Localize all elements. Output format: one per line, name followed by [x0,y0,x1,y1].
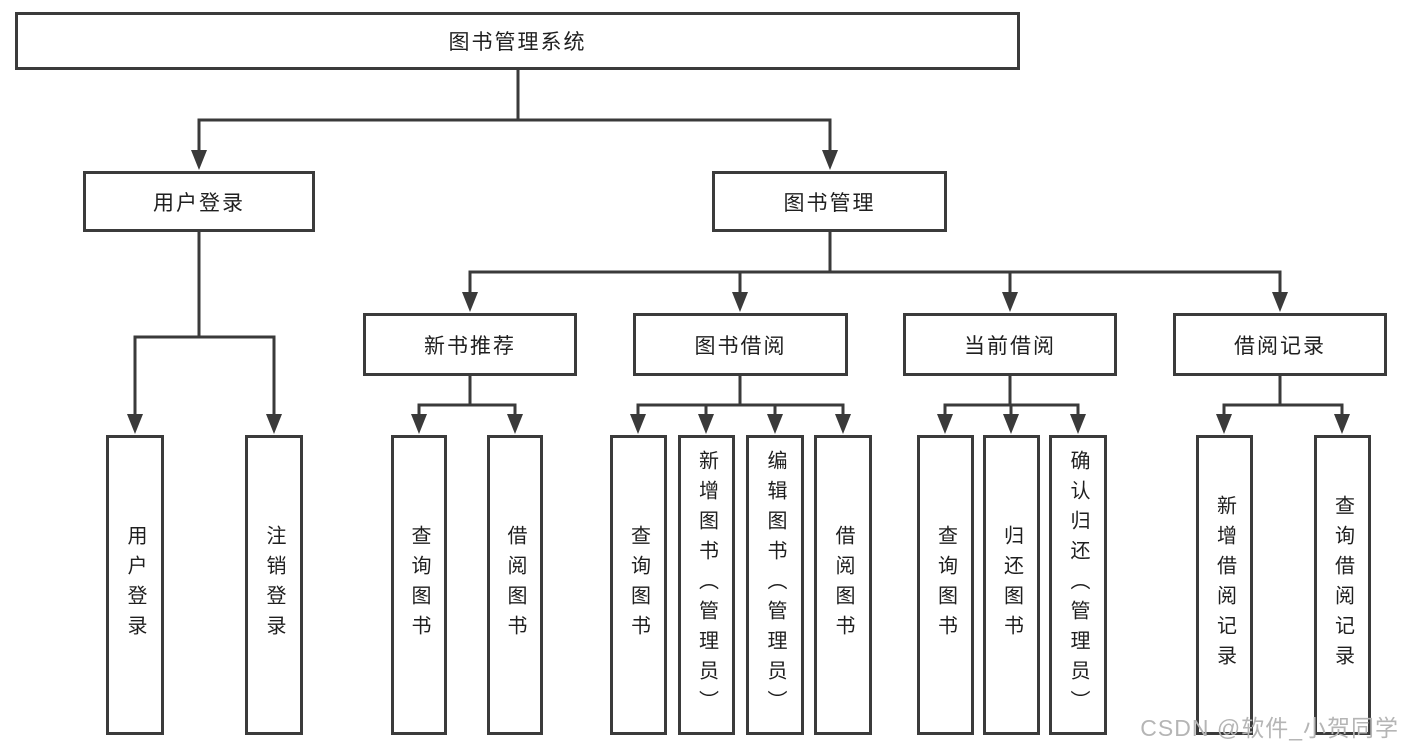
node-current-borrowing: 当前借阅 [903,313,1117,376]
node-borrowing-records: 借阅记录 [1173,313,1387,376]
leaf-add-book-admin: 新增图书（管理员） [678,435,735,735]
node-label: 图书管理系统 [448,31,587,54]
leaf-user-login: 用户登录 [106,435,164,735]
node-book-borrowing: 图书借阅 [633,313,848,376]
node-label: 用户登录 [153,191,245,215]
leaf-label: 新增借阅记录 [1213,495,1236,675]
node-label: 图书借阅 [694,334,787,358]
node-label: 借阅记录 [1234,334,1326,358]
leaf-label: 用户登录 [124,525,146,645]
leaf-borrow-books-borrowing: 借阅图书 [814,435,872,735]
leaf-confirm-return-admin: 确认归还（管理员） [1049,435,1107,735]
node-label: 当前借阅 [964,334,1056,358]
leaf-label: 借阅图书 [504,525,526,645]
node-user-login: 用户登录 [83,171,315,232]
leaf-query-books-current: 查询图书 [917,435,974,735]
leaf-label: 新增图书（管理员） [695,450,718,720]
leaf-label: 查询图书 [934,525,957,645]
leaf-return-book: 归还图书 [983,435,1040,735]
leaf-label: 注销登录 [263,525,285,645]
node-book-management: 图书管理 [712,171,947,232]
leaf-add-borrow-record: 新增借阅记录 [1196,435,1253,735]
watermark-csdn: CSDN @软件_小贺同学 [1140,715,1399,741]
leaf-label: 查询图书 [408,525,430,645]
leaf-edit-book-admin: 编辑图书（管理员） [746,435,804,735]
leaf-label: 借阅图书 [832,525,854,645]
leaf-query-borrow-record: 查询借阅记录 [1314,435,1371,735]
node-root-system: 图书管理系统 [15,12,1020,70]
leaf-label: 归还图书 [1000,525,1023,645]
leaf-logout: 注销登录 [245,435,303,735]
node-label: 新书推荐 [424,334,516,358]
leaf-query-books-recommend: 查询图书 [391,435,447,735]
leaf-label: 查询图书 [627,525,650,645]
leaf-borrow-books-recommend: 借阅图书 [487,435,543,735]
leaf-query-books-borrowing: 查询图书 [610,435,667,735]
leaf-label: 确认归还（管理员） [1067,450,1089,720]
node-new-book-recommendation: 新书推荐 [363,313,577,376]
arrowheads [127,150,1350,434]
leaf-label: 编辑图书（管理员） [764,450,786,720]
leaf-label: 查询借阅记录 [1331,495,1354,675]
node-label: 图书管理 [783,191,876,215]
